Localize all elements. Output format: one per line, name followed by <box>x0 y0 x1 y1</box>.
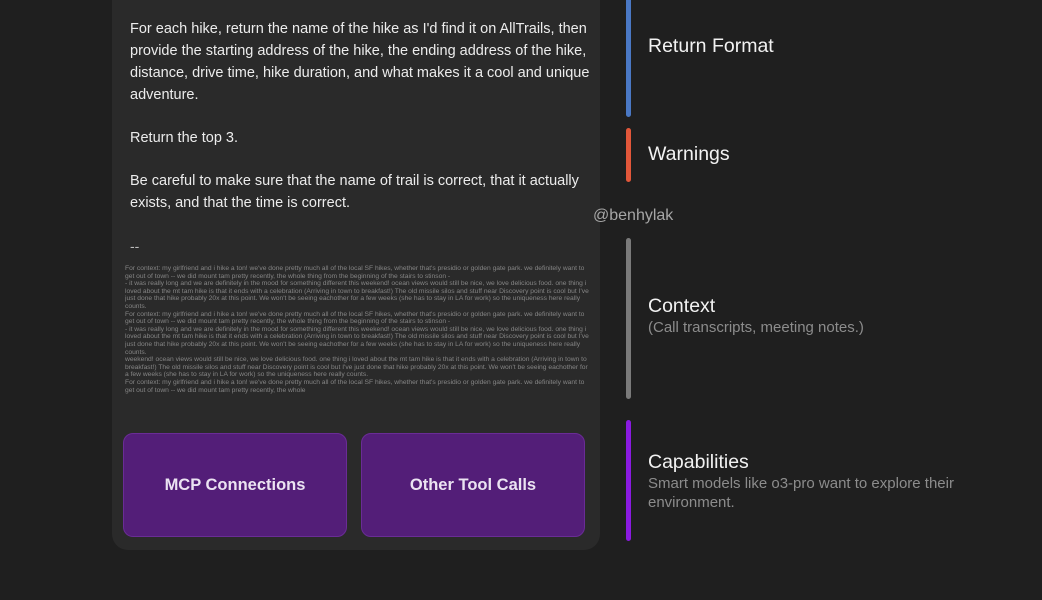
prompt-paragraph: For each hike, return the name of the hi… <box>130 21 590 103</box>
prompt-paragraph: Return the top 3. <box>130 130 239 146</box>
context-bar <box>626 238 631 399</box>
capabilities-sublabel: Smart models like o3-pro want to explore… <box>648 475 954 511</box>
other-tool-calls-button[interactable]: Other Tool Calls <box>361 433 585 537</box>
mcp-connections-button[interactable]: MCP Connections <box>123 433 347 537</box>
prompt-instructions: For each hike, return the name of the hi… <box>130 18 600 235</box>
context-dump: For context: my girlfriend and i hike a … <box>125 265 589 394</box>
capabilities-label: Capabilities <box>648 451 749 473</box>
capabilities-bar <box>626 420 631 541</box>
context-sublabel: (Call transcripts, meeting notes.) <box>648 319 864 336</box>
separator: -- <box>130 238 140 254</box>
context-label: Context <box>648 295 716 317</box>
warnings-label: Warnings <box>648 143 730 165</box>
warnings-bar <box>626 128 631 182</box>
return-format-bar <box>626 0 631 117</box>
prompt-paragraph: Be careful to make sure that the name of… <box>130 173 579 211</box>
return-format-label: Return Format <box>648 35 774 57</box>
author-handle: @benhylak <box>593 207 674 224</box>
